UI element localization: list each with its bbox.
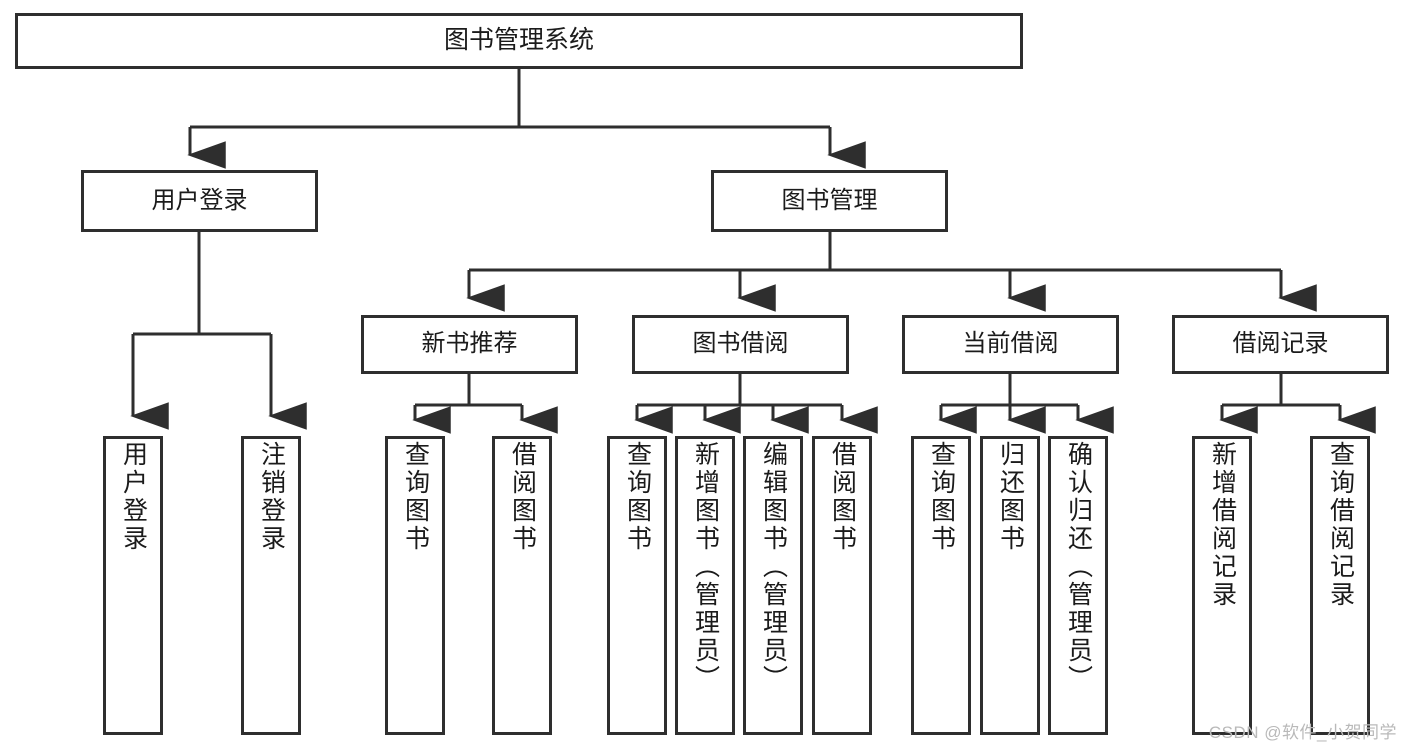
leaf-borrow-add-book-label: 新增图书（管理员） [691, 441, 720, 693]
node-current-borrow-label: 当前借阅 [962, 330, 1059, 358]
leaf-current-return-book[interactable]: 归还图书 [980, 436, 1040, 735]
leaf-user-login-logout-label: 注销登录 [257, 441, 286, 553]
leaf-record-add-label: 新增借阅记录 [1208, 441, 1237, 609]
csdn-watermark: CSDN @软件_小贺同学 [1208, 723, 1397, 742]
leaf-borrow-edit-book-label: 编辑图书（管理员） [759, 441, 788, 693]
leaf-user-login-login-label: 用户登录 [119, 441, 148, 553]
leaf-borrow-borrow-book[interactable]: 借阅图书 [812, 436, 872, 735]
node-current-borrow[interactable]: 当前借阅 [902, 315, 1119, 374]
leaf-record-query[interactable]: 查询借阅记录 [1310, 436, 1370, 735]
node-book-borrow[interactable]: 图书借阅 [632, 315, 849, 374]
node-user-login-label: 用户登录 [151, 186, 248, 214]
node-new-book-recommend[interactable]: 新书推荐 [361, 315, 578, 374]
leaf-new-book-borrow-label: 借阅图书 [508, 441, 537, 553]
leaf-current-query-book-label: 查询图书 [927, 441, 956, 553]
leaf-new-book-query[interactable]: 查询图书 [385, 436, 445, 735]
node-book-management-label: 图书管理 [781, 186, 878, 214]
node-book-management[interactable]: 图书管理 [711, 170, 948, 232]
node-root[interactable]: 图书管理系统 [15, 13, 1023, 69]
leaf-borrow-query-book[interactable]: 查询图书 [607, 436, 667, 735]
node-borrow-record[interactable]: 借阅记录 [1172, 315, 1389, 374]
leaf-new-book-borrow[interactable]: 借阅图书 [492, 436, 552, 735]
node-user-login[interactable]: 用户登录 [81, 170, 318, 232]
leaf-user-login-logout[interactable]: 注销登录 [241, 436, 301, 735]
leaf-borrow-query-book-label: 查询图书 [623, 441, 652, 553]
node-new-book-recommend-label: 新书推荐 [421, 330, 518, 358]
leaf-user-login-login[interactable]: 用户登录 [103, 436, 163, 735]
leaf-current-confirm-return-label: 确认归还（管理员） [1064, 441, 1093, 693]
leaf-current-confirm-return[interactable]: 确认归还（管理员） [1048, 436, 1108, 735]
leaf-record-query-label: 查询借阅记录 [1326, 441, 1355, 609]
leaf-record-add[interactable]: 新增借阅记录 [1192, 436, 1252, 735]
leaf-current-query-book[interactable]: 查询图书 [911, 436, 971, 735]
leaf-borrow-add-book[interactable]: 新增图书（管理员） [675, 436, 735, 735]
leaf-current-return-book-label: 归还图书 [996, 441, 1025, 553]
leaf-borrow-edit-book[interactable]: 编辑图书（管理员） [743, 436, 803, 735]
node-book-borrow-label: 图书借阅 [692, 330, 789, 358]
leaf-borrow-borrow-book-label: 借阅图书 [828, 441, 857, 553]
node-borrow-record-label: 借阅记录 [1232, 330, 1329, 358]
leaf-new-book-query-label: 查询图书 [401, 441, 430, 553]
node-root-label: 图书管理系统 [443, 26, 594, 55]
